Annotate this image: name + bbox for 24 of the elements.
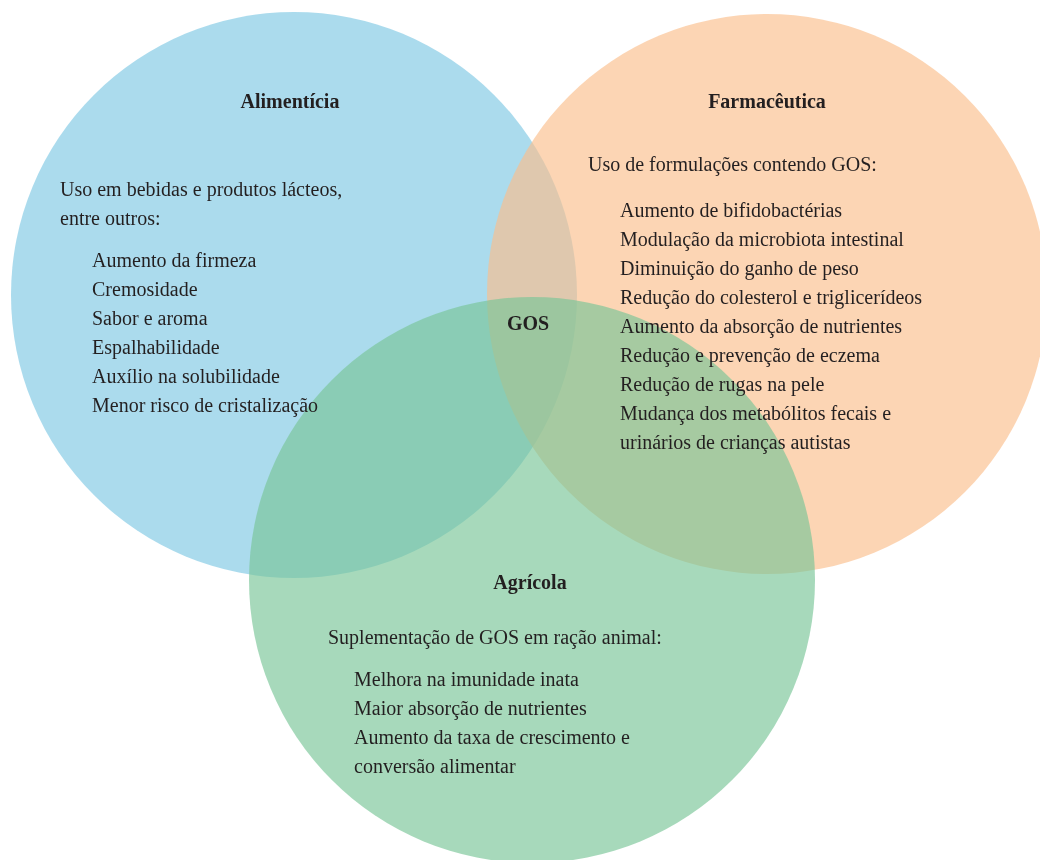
list-item: Maior absorção de nutrientes [354, 696, 587, 722]
list-item: Aumento de bifidobactérias [620, 198, 843, 223]
circle-heading: Farmacêutica [708, 90, 826, 113]
list-item: Auxílio na solubilidade [92, 364, 280, 389]
list-item: Redução de rugas na pele [620, 372, 825, 398]
center-label: GOS [506, 312, 550, 335]
list-item: Cremosidade [92, 277, 198, 302]
list-item: Sabor e aroma [92, 306, 208, 331]
list-item: Aumento da absorção de nutrientes [620, 314, 903, 340]
list-item: Aumento da taxa de crescimento e conversão alimentar [354, 725, 631, 779]
intro-text: Uso de formulações contendo GOS: [588, 152, 877, 178]
intro-text: Uso em bebidas e produtos lácteos, entre outros: [60, 177, 344, 231]
list-item: Modulação da microbiota intestinal [620, 227, 904, 253]
list-item: Melhora na imunidade inata [354, 667, 579, 692]
intro-text: Suplementação de GOS em ração animal: [328, 625, 662, 651]
circle-heading: Agrícola [493, 571, 567, 594]
list-item: Redução e prevenção de eczema [620, 343, 880, 369]
list-item: Menor risco de cristalização [92, 393, 318, 419]
circle-heading: Alimentícia [240, 90, 340, 113]
list-item: Espalhabilidade [92, 335, 220, 361]
list-item: Redução do colesterol e triglicerídeos [620, 285, 923, 311]
list-item: Aumento da firmeza [92, 248, 257, 273]
list-item: Diminuição do ganho de peso [620, 256, 859, 282]
list-item: Mudança dos metabólitos fecais e urinários de crianças autistas [620, 401, 893, 456]
